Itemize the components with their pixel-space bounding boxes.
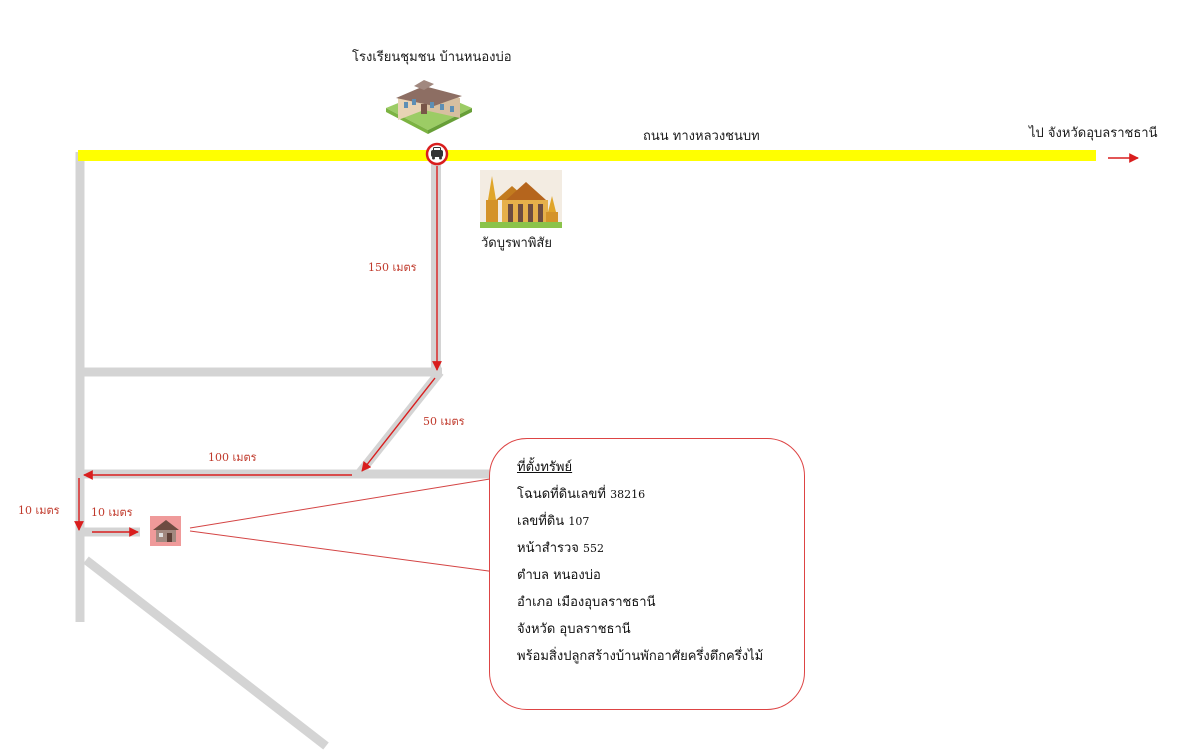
deed-label: โฉนดที่ดินเลขที่ (517, 487, 606, 502)
school-label: โรงเรียนชุมชน บ้านหนองบ่อ (352, 50, 512, 65)
main-road (78, 150, 1096, 161)
main-road-label: ถนน ทางหลวงชนบท (643, 129, 760, 144)
callout-pointer (189, 477, 497, 573)
property-location-title: ที่ตั้งทรัพย์ (517, 460, 573, 475)
district-row: อำเภอ เมืองอุบลราชธานี (517, 595, 656, 610)
temple-icon (480, 170, 562, 228)
land-number: 107 (568, 515, 590, 528)
survey-label: หน้าสำรวจ (517, 541, 579, 556)
route-arrow-50m (361, 377, 436, 472)
southwest-diagonal-road (83, 556, 329, 750)
survey-number: 552 (583, 542, 605, 555)
land-label: เลขที่ดิน (517, 514, 565, 529)
car-marker-icon (425, 142, 449, 166)
distance-label-50m: 50 เมตร (423, 415, 465, 428)
distance-label-10m-left: 10 เมตร (18, 504, 60, 517)
temple-label: วัดบูรพาพิสัย (481, 236, 552, 251)
property-info-callout: ที่ตั้งทรัพย์ โฉนดที่ดินเลขที่ 38216 เลข… (489, 438, 805, 710)
school-building-icon (386, 80, 472, 134)
distance-label-10m-right: 10 เมตร (91, 506, 133, 519)
province-row: จังหวัด อุบลราชธานี (517, 622, 631, 637)
side-roads (75, 152, 492, 750)
to-province-label: ไป จังหวัดอุบลราชธานี (1029, 126, 1158, 141)
subdistrict-row: ตำบล หนองบ่อ (517, 568, 601, 583)
land-number-row: เลขที่ดิน 107 (517, 513, 804, 530)
route-arrows (74, 166, 442, 537)
house-icon (150, 516, 181, 546)
distance-label-100m: 100 เมตร (208, 451, 257, 464)
deed-number: 38216 (610, 488, 646, 501)
survey-page-row: หน้าสำรวจ 552 (517, 540, 804, 557)
branch-road (431, 160, 441, 374)
deed-number-row: โฉนดที่ดินเลขที่ 38216 (517, 486, 804, 503)
building-note-row: พร้อมสิ่งปลูกสร้างบ้านพักอาศัยครึ่งตึกคร… (517, 649, 764, 664)
distance-label-150m: 150 เมตร (368, 261, 417, 274)
